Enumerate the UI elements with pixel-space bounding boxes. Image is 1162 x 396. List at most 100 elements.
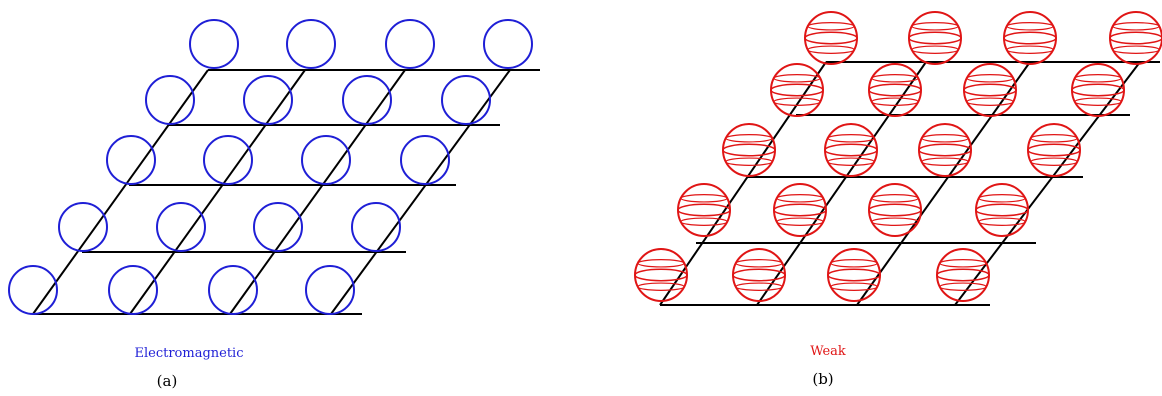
sphere-outline — [244, 76, 292, 124]
sphere-equator — [805, 32, 857, 43]
electromagnetic-sphere — [287, 20, 335, 68]
electromagnetic-sphere — [442, 76, 490, 124]
sphere-outline — [635, 249, 687, 301]
sphere-outline — [805, 12, 857, 64]
sphere-latitude-lower — [808, 46, 854, 53]
weak-sphere — [919, 124, 971, 176]
sphere-equator — [771, 84, 823, 95]
sphere-latitude-lower — [1007, 46, 1053, 53]
sphere-latitude-upper — [777, 195, 823, 202]
sphere-latitude-upper — [1075, 75, 1121, 82]
sphere-latitude-lower — [1075, 98, 1121, 105]
electromagnetic-sphere — [109, 266, 157, 314]
sphere-latitude-lower — [940, 283, 986, 290]
sphere-equator — [635, 269, 687, 280]
sphere-outline — [209, 266, 257, 314]
weak-sphere — [805, 12, 857, 64]
sphere-outline — [1110, 12, 1162, 64]
sphere-latitude-lower — [1031, 158, 1077, 165]
weak-sphere — [1072, 64, 1124, 116]
sphere-latitude-upper — [872, 195, 918, 202]
sphere-latitude-upper — [726, 135, 772, 142]
lattice-diagonal-line — [33, 70, 208, 314]
sphere-equator — [1072, 84, 1124, 95]
weak-sphere — [976, 184, 1028, 236]
electromagnetic-sphere — [386, 20, 434, 68]
lattice-spheres-a — [9, 20, 532, 314]
weak-sphere — [869, 184, 921, 236]
sphere-equator — [937, 269, 989, 280]
sphere-latitude-lower — [922, 158, 968, 165]
electromagnetic-sphere — [306, 266, 354, 314]
electromagnetic-lattice-panel: Electromagnetic (a) — [9, 20, 540, 390]
weak-lattice-panel: Weak (b) — [635, 12, 1162, 388]
sphere-latitude-upper — [736, 260, 782, 267]
weak-sphere — [1110, 12, 1162, 64]
sphere-latitude-upper — [979, 195, 1025, 202]
electromagnetic-sphere — [352, 203, 400, 251]
sphere-outline — [190, 20, 238, 68]
lattice-diagonal-line — [230, 70, 405, 314]
sphere-equator — [976, 204, 1028, 215]
weak-sphere — [964, 64, 1016, 116]
weak-sphere — [635, 249, 687, 301]
lattice-spheres-b — [635, 12, 1162, 301]
sphere-outline — [306, 266, 354, 314]
sphere-equator — [869, 204, 921, 215]
sphere-outline — [254, 203, 302, 251]
electromagnetic-sphere — [254, 203, 302, 251]
sphere-latitude-lower — [1113, 46, 1159, 53]
sphere-outline — [919, 124, 971, 176]
electromagnetic-sphere — [209, 266, 257, 314]
sphere-latitude-lower — [638, 283, 684, 290]
sphere-latitude-lower — [726, 158, 772, 165]
sphere-outline — [771, 64, 823, 116]
sphere-latitude-lower — [872, 218, 918, 225]
sphere-equator — [678, 204, 730, 215]
panel-label-b: (b) — [812, 370, 833, 388]
sphere-outline — [869, 184, 921, 236]
sphere-outline — [442, 76, 490, 124]
panel-label-a: (a) — [157, 372, 178, 390]
sphere-equator — [825, 144, 877, 155]
electromagnetic-sphere — [302, 136, 350, 184]
sphere-equator — [723, 144, 775, 155]
sphere-outline — [352, 203, 400, 251]
sphere-latitude-upper — [681, 195, 727, 202]
sphere-latitude-upper — [1113, 23, 1159, 30]
caption-electromagnetic: Electromagnetic — [134, 346, 243, 361]
sphere-latitude-lower — [777, 218, 823, 225]
sphere-outline — [484, 20, 532, 68]
sphere-outline — [109, 266, 157, 314]
sphere-latitude-lower — [967, 98, 1013, 105]
electromagnetic-sphere — [244, 76, 292, 124]
sphere-equator — [919, 144, 971, 155]
sphere-outline — [401, 136, 449, 184]
sphere-latitude-upper — [1007, 23, 1053, 30]
sphere-latitude-upper — [1031, 135, 1077, 142]
electromagnetic-sphere — [190, 20, 238, 68]
weak-sphere — [828, 249, 880, 301]
sphere-latitude-upper — [967, 75, 1013, 82]
weak-sphere — [771, 64, 823, 116]
sphere-latitude-upper — [831, 260, 877, 267]
sphere-outline — [386, 20, 434, 68]
sphere-outline — [964, 64, 1016, 116]
sphere-latitude-upper — [872, 75, 918, 82]
sphere-outline — [1072, 64, 1124, 116]
sphere-latitude-lower — [912, 46, 958, 53]
sphere-outline — [909, 12, 961, 64]
sphere-latitude-upper — [912, 23, 958, 30]
sphere-outline — [723, 124, 775, 176]
sphere-equator — [1004, 32, 1056, 43]
weak-sphere — [909, 12, 961, 64]
sphere-equator — [828, 269, 880, 280]
caption-weak: Weak — [810, 344, 846, 359]
sphere-equator — [1110, 32, 1162, 43]
sphere-latitude-upper — [638, 260, 684, 267]
lattice-diagonal-line — [130, 70, 305, 314]
sphere-outline — [1004, 12, 1056, 64]
sphere-latitude-upper — [828, 135, 874, 142]
sphere-latitude-lower — [736, 283, 782, 290]
